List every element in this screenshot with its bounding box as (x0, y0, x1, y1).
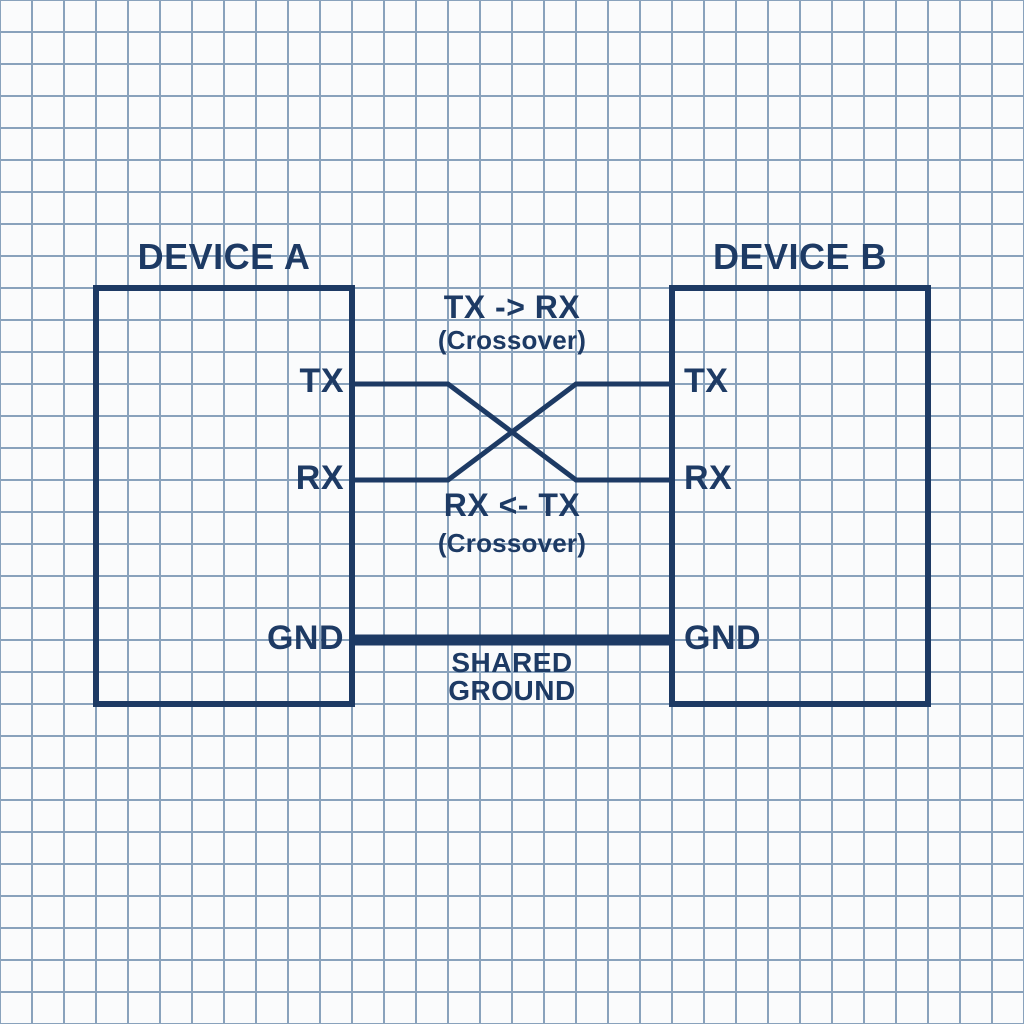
device-b-box (669, 285, 931, 707)
device-a-pin-rx: RX (295, 459, 344, 497)
tx-to-rx-crossover-sublabel: (Crossover) (437, 325, 587, 355)
rx-from-tx-connection-label: RX <- TX (443, 487, 581, 523)
device-b-pin-tx: TX (684, 362, 729, 400)
device-b-pin-gnd: GND (684, 619, 762, 657)
rx-from-tx-crossover-sublabel: (Crossover) (437, 528, 587, 558)
shared-ground-label: SHARED GROUND (352, 649, 672, 705)
device-b-pin-rx: RX (684, 459, 733, 497)
device-a-pin-gnd: GND (266, 619, 344, 657)
device-a-box (93, 285, 355, 707)
shared-ground-label-line2: GROUND (448, 675, 576, 706)
device-a-pin-tx: TX (299, 362, 344, 400)
device-a-title: DEVICE A (137, 236, 311, 277)
shared-ground-label-line1: SHARED (451, 647, 573, 678)
rx-from-tx-crossover-wire (352, 381, 672, 483)
tx-to-rx-connection-label: TX -> RX (443, 289, 581, 325)
device-b-title: DEVICE B (712, 236, 888, 277)
